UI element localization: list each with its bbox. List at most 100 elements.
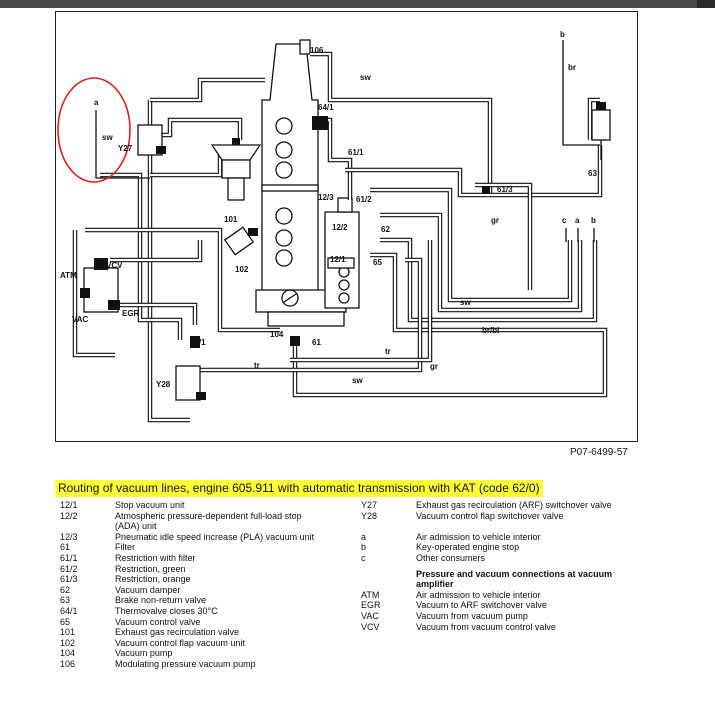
legend-desc: Other consumers (416, 552, 486, 563)
legend-desc: Vacuum to ARF switchover valve (416, 600, 547, 611)
label-sw-3: sw (352, 376, 363, 385)
legend-code: 101 (60, 627, 76, 638)
legend-desc: Brake non-return valve (115, 595, 207, 606)
engine-block (255, 39, 347, 327)
legend-code: VCV (361, 621, 380, 632)
label-61-3: 61/3 (497, 185, 513, 194)
legend-code: ATM (361, 589, 380, 600)
thin-lines (95, 40, 600, 242)
legend-desc: Vacuum control flap switchover valve (416, 510, 564, 521)
legend-code: 102 (60, 637, 76, 648)
diagram-frame (55, 11, 638, 442)
legend-desc: Modulating pressure vacuum pump (115, 658, 256, 669)
label-a-left: a (94, 98, 99, 107)
label-61-1-b: 61/1 (190, 338, 206, 347)
label-br-top: br (568, 63, 576, 72)
legend-code: 12/2 (60, 510, 78, 521)
figure-id: P07-6499-57 (570, 447, 628, 458)
figure-caption: Routing of vacuum lines, engine 605.911 … (55, 480, 543, 497)
legend-desc: Atmospheric pressure-dependent full-load… (115, 510, 302, 521)
legend-row: 64/1 Thermovalve closes 30°C (60, 606, 360, 617)
annotation-circle (57, 77, 131, 183)
label-egr: EGR (122, 309, 140, 318)
legend-row: c Other consumers (361, 553, 631, 564)
legend-desc: Exhaust gas recirculation valve (115, 627, 240, 638)
label-tr-2: tr (254, 361, 260, 370)
label-a: a (575, 216, 580, 225)
legend-code: VAC (361, 610, 379, 621)
legend-row: 102 Vacuum control flap vacuum unit (60, 638, 360, 649)
legend-desc: Thermovalve closes 30°C (115, 605, 218, 616)
label-64-1: 64/1 (318, 103, 334, 112)
legend-desc: Stop vacuum unit (115, 500, 185, 510)
label-vcv: VCV (106, 261, 123, 270)
label-12-3: 12/3 (318, 193, 334, 202)
legend-row: 101 Exhaust gas recirculation valve (60, 627, 360, 638)
label-104: 104 (270, 330, 284, 339)
legend-desc: Vacuum control flap vacuum unit (115, 637, 245, 648)
label-sw-1: sw (360, 73, 371, 82)
label-61-1-a: 61/1 (348, 148, 364, 157)
filter-61 (290, 336, 300, 346)
label-61-2: 61/2 (356, 195, 372, 204)
legend-code: 104 (60, 648, 76, 659)
label-br-bl: br/bl (482, 326, 499, 335)
label-12-1: 12/1 (330, 255, 346, 264)
legend-row: 12/1 Stop vacuum unit (60, 500, 360, 511)
legend-left: 12/1 Stop vacuum unit 12/2 Atmospheric pre… (60, 500, 360, 670)
legend-code: c (361, 552, 366, 563)
legend-code: a (361, 531, 367, 542)
legend-code: Y27 (361, 500, 378, 510)
label-sw-left: sw (102, 133, 113, 142)
component-61-3 (482, 186, 490, 194)
legend-heading: Pressure and vacuum connections at vacuu… (416, 568, 613, 590)
label-63: 63 (588, 169, 597, 178)
legend-code: 12/1 (60, 500, 78, 510)
legend-desc: Exhaust gas recirculation (ARF) switchov… (416, 500, 612, 510)
legend-code: 65 (60, 616, 71, 627)
legend-code: 61 (60, 542, 71, 553)
label-y27: Y27 (118, 144, 133, 153)
component-y28 (175, 365, 206, 401)
legend-desc: Pneumatic idle speed increase (PLA) vacu… (115, 531, 315, 542)
legend-row: Y27 Exhaust gas recirculation (ARF) switc… (361, 500, 631, 511)
legend-desc: Vacuum from vacuum pump (416, 610, 528, 621)
legend-code: 62 (60, 584, 71, 595)
legend-row: VAC Vacuum from vacuum pump (361, 611, 631, 622)
legend-row: 61/1 Restriction with filter (60, 553, 360, 564)
legend-desc: Key-operated engine stop (416, 542, 520, 553)
legend-row: (ADA) unit (60, 521, 360, 532)
label-y28: Y28 (156, 380, 171, 389)
legend-row: 65 Vacuum control valve (60, 617, 360, 628)
legend-code: 61/1 (60, 552, 78, 563)
component-63 (591, 102, 611, 160)
legend-desc: Vacuum damper (115, 584, 181, 595)
legend-code: 61/3 (60, 574, 78, 585)
legend-desc: Vacuum from vacuum control valve (416, 621, 556, 632)
label-c: c (562, 216, 567, 225)
legend-desc: Vacuum control valve (115, 616, 201, 627)
legend-desc: Restriction with filter (115, 552, 196, 563)
label-tr-1: tr (385, 347, 391, 356)
legend-desc: Vacuum pump (115, 648, 173, 659)
injection-pump (324, 197, 360, 309)
label-102: 102 (235, 265, 249, 274)
window-top-bar (0, 0, 715, 8)
label-106: 106 (310, 46, 324, 55)
label-12-2: 12/2 (332, 223, 348, 232)
legend-code: 64/1 (60, 605, 78, 616)
label-b: b (591, 216, 596, 225)
legend-row: 62 Vacuum damper (60, 585, 360, 596)
legend-desc: Filter (115, 542, 135, 553)
label-b-top: b (560, 30, 565, 39)
